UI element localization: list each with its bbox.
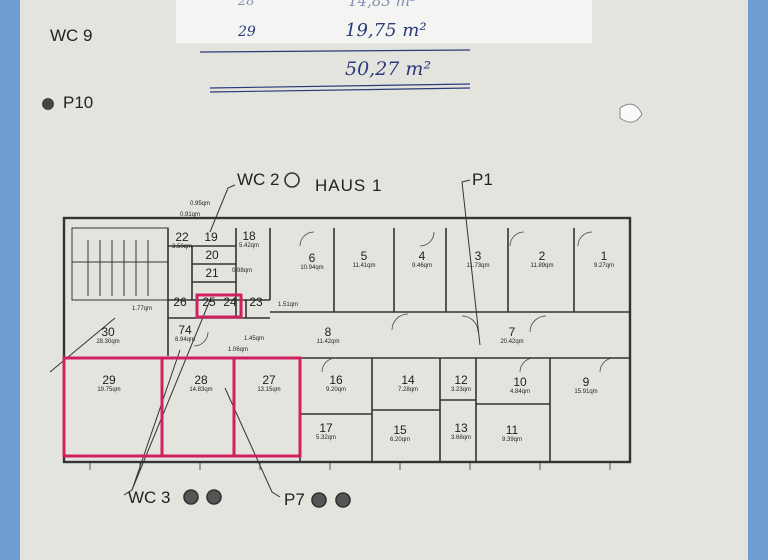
annotation-circles <box>183 172 351 508</box>
room-20: 20 <box>205 248 219 262</box>
stair-leader <box>49 317 116 373</box>
label-wc3: WC 3 <box>128 488 171 507</box>
dim-note: 0.91qm <box>180 212 201 218</box>
room-21: 21 <box>205 266 219 280</box>
wc2-leader <box>209 184 236 233</box>
page-edge-marks <box>42 98 643 123</box>
label-p7: P7 <box>284 490 305 509</box>
wc3-circle-1 <box>183 489 199 505</box>
door-arcs <box>193 231 615 373</box>
note-underlines <box>199 49 471 93</box>
room-23: 23 <box>249 295 263 309</box>
wc3-leader-2 <box>131 299 211 491</box>
dim-note: 0.95qm <box>190 201 211 207</box>
room-24: 24 <box>223 295 237 309</box>
note-total: 50,27 m² <box>345 58 432 80</box>
p7-circle-1 <box>311 492 327 508</box>
note-row1-area: 14,83 m² <box>348 0 416 10</box>
dim-note: 1.77qm <box>132 306 153 312</box>
facade-ticks <box>89 462 611 470</box>
label-p1: P1 <box>472 170 493 189</box>
room-26: 26 <box>173 295 187 309</box>
dim-note: 1.45qm <box>244 336 265 342</box>
hole-punch-mark <box>619 103 643 123</box>
wc3-leader-1 <box>123 349 181 496</box>
label-wc9: WC 9 <box>50 26 93 45</box>
label-haus: HAUS 1 <box>315 176 383 195</box>
area-note-sticker <box>176 0 592 43</box>
p1-leader <box>461 179 481 346</box>
note-row2-area: 19,75 m² <box>345 20 427 41</box>
label-wc2: WC 2 <box>237 170 280 189</box>
dim-note: 0.98qm <box>232 268 253 274</box>
dim-note: 1.51qm <box>278 302 299 308</box>
room-25: 25 <box>202 295 216 309</box>
leader-lines <box>49 179 481 498</box>
wc2-circle <box>284 172 300 188</box>
note-row2-room: 29 <box>238 24 256 40</box>
note-row1-room: 28 <box>238 0 255 9</box>
p7-leader <box>224 387 281 498</box>
dim-note: 1.06qm <box>228 347 249 353</box>
room-19: 19 <box>204 230 218 244</box>
p10-marker <box>42 98 54 110</box>
p7-circle-2 <box>335 492 351 508</box>
highlight-rooms <box>62 293 302 458</box>
wc3-circle-2 <box>206 489 222 505</box>
staircase <box>71 227 169 301</box>
label-p10: P10 <box>63 93 94 112</box>
exterior-walls <box>62 216 632 464</box>
